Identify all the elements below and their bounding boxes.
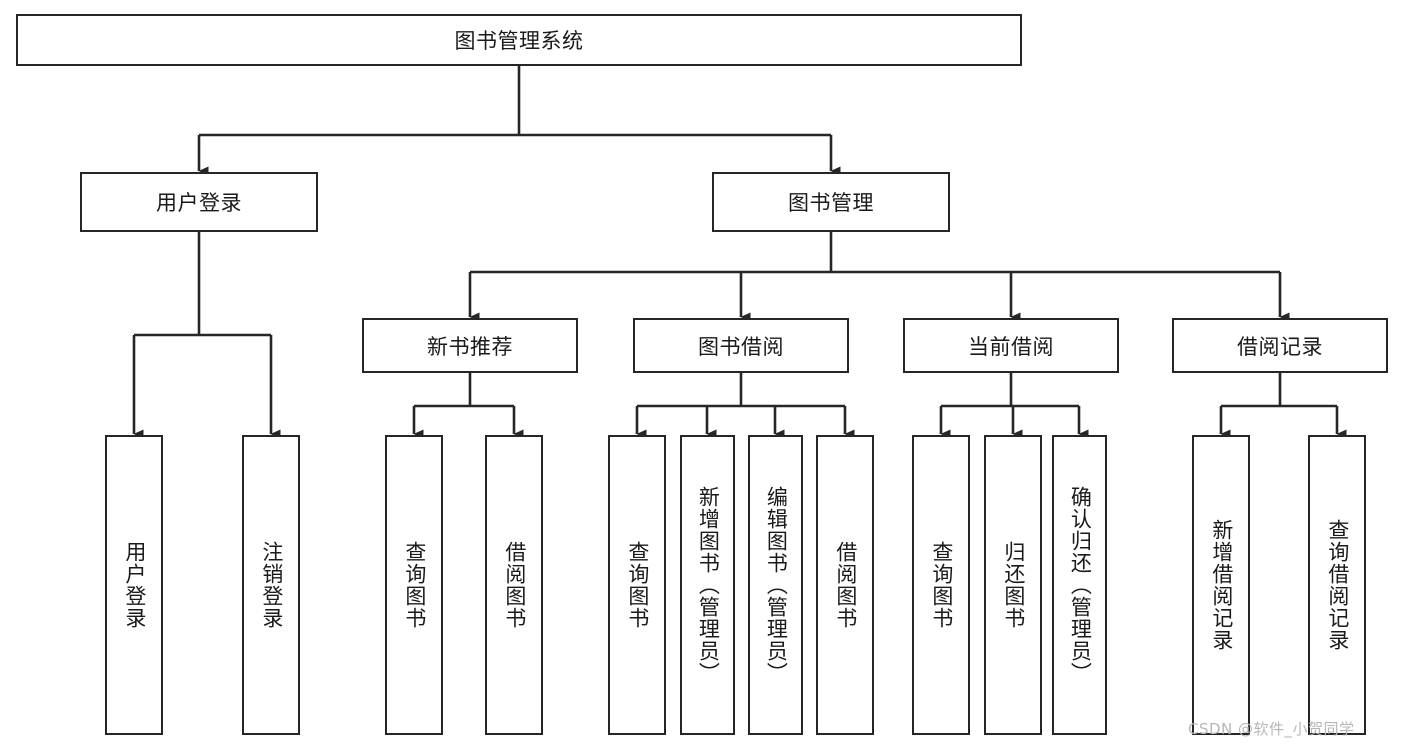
node-root[interactable]: 图书管理系统 [16, 14, 1022, 66]
node-new-book-rec[interactable]: 新书推荐 [362, 318, 578, 373]
node-label: 查询借阅记录 [1325, 519, 1350, 651]
edge-book-borrow-split [635, 373, 855, 439]
node-label: 图书管理系统 [454, 29, 584, 53]
node-leaf-query-book-3[interactable]: 查询图书 [912, 435, 970, 735]
node-current-borrow[interactable]: 当前借阅 [903, 318, 1119, 373]
node-label: 查询图书 [625, 541, 650, 629]
node-label: 新增借阅记录 [1209, 519, 1234, 651]
node-leaf-confirm-return-admin[interactable]: 确认归还（管理员） [1052, 435, 1107, 735]
node-label: 用户登录 [122, 541, 147, 629]
node-leaf-borrow-book-2[interactable]: 借阅图书 [816, 435, 874, 735]
node-book-manage[interactable]: 图书管理 [712, 172, 950, 232]
node-leaf-user-login[interactable]: 用户登录 [105, 435, 163, 735]
node-user-login[interactable]: 用户登录 [80, 172, 318, 232]
node-leaf-query-borrow-record[interactable]: 查询借阅记录 [1308, 435, 1366, 735]
node-leaf-add-borrow-record[interactable]: 新增借阅记录 [1192, 435, 1250, 735]
node-label: 图书借阅 [698, 334, 784, 359]
edges-group [132, 66, 1347, 439]
edge-new-book-rec-split [412, 373, 524, 439]
edge-book-manage-split [468, 232, 1290, 322]
node-label: 用户登录 [156, 191, 242, 215]
node-leaf-add-book-admin[interactable]: 新增图书（管理员） [680, 435, 735, 735]
edge-current-borrow-split [939, 373, 1089, 439]
node-label: 查询图书 [402, 541, 427, 629]
node-leaf-borrow-book-1[interactable]: 借阅图书 [485, 435, 543, 735]
node-label: 新增图书（管理员） [696, 486, 721, 684]
node-label: 新书推荐 [427, 334, 513, 359]
node-leaf-return-book[interactable]: 归还图书 [984, 435, 1042, 735]
node-label: 图书管理 [788, 191, 874, 215]
edge-user-login-split [132, 232, 281, 439]
node-leaf-query-book-1[interactable]: 查询图书 [385, 435, 443, 735]
edge-borrow-record-split [1219, 373, 1347, 439]
node-label: 确认归还（管理员） [1068, 486, 1093, 684]
node-label: 编辑图书（管理员） [764, 486, 789, 684]
node-label: 注销登录 [259, 541, 284, 629]
node-leaf-edit-book-admin[interactable]: 编辑图书（管理员） [748, 435, 803, 735]
node-label: 查询图书 [929, 541, 954, 629]
edge-root-split [197, 66, 841, 176]
node-borrow-record[interactable]: 借阅记录 [1172, 318, 1388, 373]
node-label: 借阅图书 [833, 541, 858, 629]
node-leaf-query-book-2[interactable]: 查询图书 [608, 435, 666, 735]
node-leaf-user-logout[interactable]: 注销登录 [242, 435, 300, 735]
watermark-label: CSDN @软件_小贺同学 [1188, 720, 1355, 738]
node-label: 当前借阅 [968, 334, 1054, 359]
node-label: 借阅记录 [1237, 334, 1323, 359]
node-label: 借阅图书 [502, 541, 527, 629]
node-book-borrow[interactable]: 图书借阅 [633, 318, 849, 373]
node-label: 归还图书 [1001, 541, 1026, 629]
